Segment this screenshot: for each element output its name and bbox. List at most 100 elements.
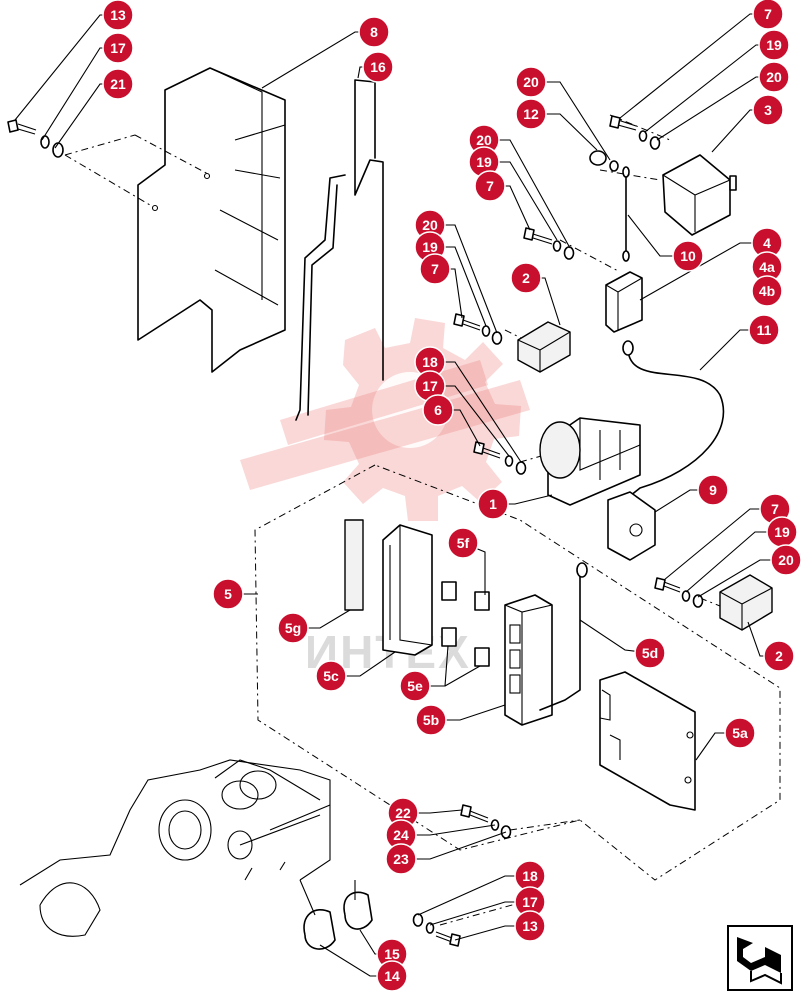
callout-label: 22 [395,805,411,821]
callout-label: 2 [522,270,530,286]
callout-c-13a[interactable]: 13 [102,0,134,31]
callout-c-14[interactable]: 14 [376,960,408,992]
callout-c-5[interactable]: 5 [212,578,244,610]
callout-label: 9 [709,482,717,498]
callout-c-8[interactable]: 8 [358,16,390,48]
clamp-part-15 [343,891,373,930]
callout-label: 5g [285,620,301,636]
callout-label: 7 [764,6,772,22]
callout-c-7b[interactable]: 7 [474,170,506,202]
callout-c-3[interactable]: 3 [752,94,784,126]
fuse-holder-part-5b [504,594,553,726]
callout-c-5e[interactable]: 5e [399,670,431,702]
callout-label: 15 [384,946,400,962]
cable-part-11 [627,347,725,497]
callout-label: 5c [323,668,339,684]
callout-label: 5d [642,645,658,661]
assembly-lines [64,114,781,926]
switch-part-1 [473,417,641,506]
callout-c-5g[interactable]: 5g [277,612,309,644]
callout-label: 18 [422,354,438,370]
callout-label: 5 [224,586,232,602]
callout-c-5c[interactable]: 5c [315,660,347,692]
callout-c-20a[interactable]: 20 [758,61,790,93]
relay-part-2-upper [453,313,571,373]
return-arrow-icon[interactable] [727,925,793,991]
callout-label: 7 [431,261,439,277]
callout-label: 19 [766,37,782,53]
callout-c-16[interactable]: 16 [362,51,394,83]
callout-c-5a[interactable]: 5a [724,717,756,749]
callout-c-4a[interactable]: 4a [751,251,783,283]
callout-c-5d[interactable]: 5d [634,637,666,669]
clamp-part-14 [303,909,336,950]
hardware-group-bottom [412,804,512,947]
callout-c-19b[interactable]: 19 [468,146,500,178]
callout-c-4b[interactable]: 4b [751,275,783,307]
fuse-part-5e-3 [474,647,490,667]
callout-label: 5e [407,678,423,694]
callout-c-20d[interactable]: 20 [414,209,446,241]
callout-label: 14 [384,968,400,984]
callout-c-17b[interactable]: 17 [414,370,446,402]
callout-c-2b[interactable]: 2 [763,640,795,672]
callout-c-21[interactable]: 21 [102,68,134,100]
callout-c-17a[interactable]: 17 [102,32,134,64]
callout-c-9[interactable]: 9 [697,474,729,506]
plate-part-5a [599,671,696,811]
callout-c-11[interactable]: 11 [748,314,780,346]
callout-label: 20 [766,69,782,85]
callout-markers: 1317218167192032012201971044a4b201972111… [102,0,802,992]
watermark-logo [240,318,530,521]
callout-label: 24 [393,827,409,843]
callout-label: 10 [680,248,696,264]
fuse-box-assembly-5 [344,519,696,811]
callout-label: 4a [759,259,775,275]
callout-c-7c[interactable]: 7 [419,253,451,285]
callout-label: 7 [486,178,494,194]
callout-label: 11 [757,322,772,338]
hardware-group-top-right [609,115,737,236]
callout-label: 5b [423,712,439,728]
callout-label: 20 [422,217,438,233]
callout-label: 20 [778,552,794,568]
callout-c-24[interactable]: 24 [385,819,417,851]
callout-c-6[interactable]: 6 [422,394,454,426]
callout-label: 6 [434,402,442,418]
callout-c-5f[interactable]: 5f [447,527,479,559]
callout-label: 5a [732,725,748,741]
callout-c-2a[interactable]: 2 [510,262,542,294]
callout-label: 20 [523,74,539,90]
callout-label: 8 [370,24,378,40]
callout-label: 18 [522,868,538,884]
callout-label: 13 [110,7,126,23]
fuse-part-5e-2 [441,627,457,647]
callout-label: 7 [771,501,779,517]
callout-c-10[interactable]: 10 [672,240,704,272]
callout-c-19a[interactable]: 19 [758,29,790,61]
callout-c-20e[interactable]: 20 [770,544,802,576]
cable-part-5d [539,574,581,711]
relay-part-2-lower [654,574,773,631]
callout-label: 23 [393,851,409,867]
callout-c-18b[interactable]: 18 [514,860,546,892]
callout-label: 17 [110,40,126,56]
callout-c-1[interactable]: 1 [477,488,509,520]
callout-c-19d[interactable]: 19 [766,516,798,548]
callout-label: 19 [774,524,790,540]
callout-c-13b[interactable]: 13 [514,910,546,942]
callout-label: 3 [764,102,772,118]
callout-c-23[interactable]: 23 [385,843,417,875]
callout-label: 19 [422,239,438,255]
callout-c-7a[interactable]: 7 [752,0,784,30]
callout-label: 4 [763,235,771,251]
callout-c-18a[interactable]: 18 [414,346,446,378]
callout-c-20b[interactable]: 20 [515,66,547,98]
callout-c-5b[interactable]: 5b [415,704,447,736]
callout-c-12[interactable]: 12 [515,98,547,130]
callout-label: 16 [370,59,386,75]
callout-label: 17 [522,894,538,910]
callout-label: 13 [522,918,538,934]
